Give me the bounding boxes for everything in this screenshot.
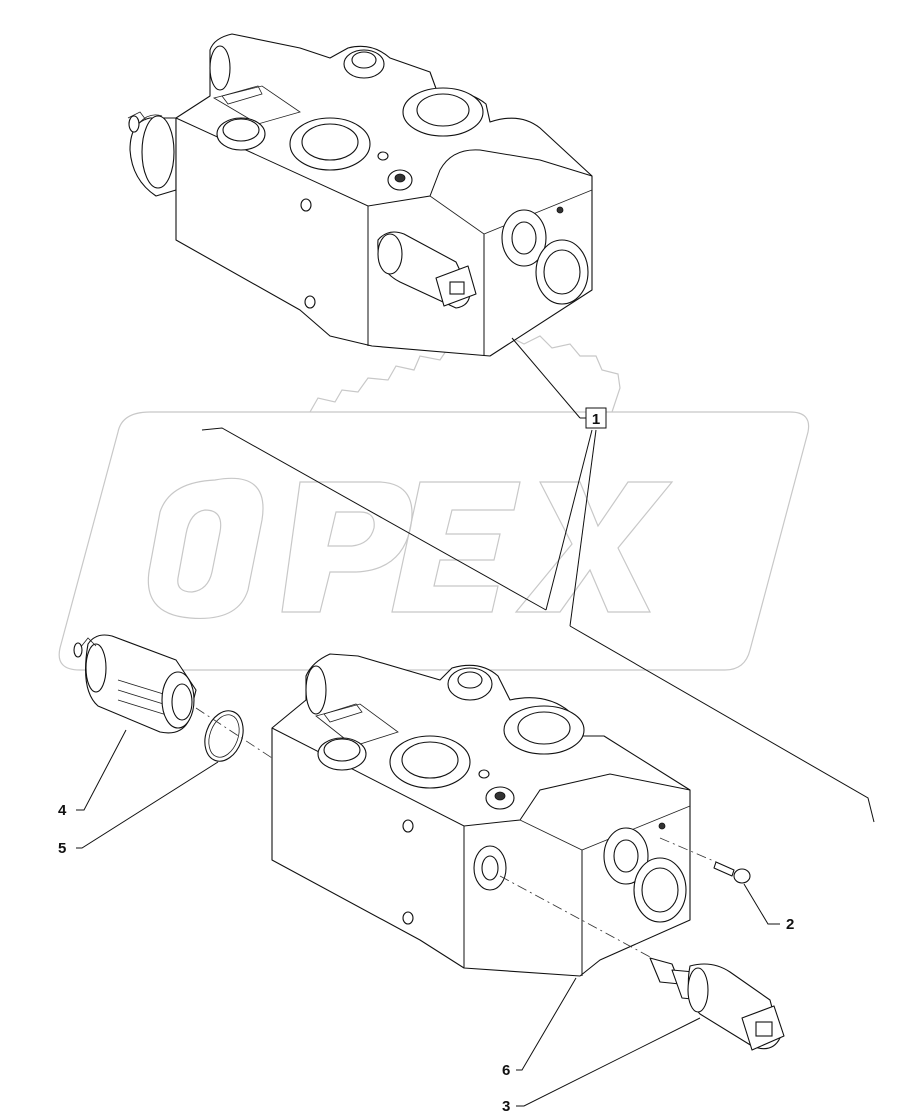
part-5-o-ring xyxy=(204,710,244,762)
callout-5: 5 xyxy=(58,761,219,857)
callout-3: 3 xyxy=(502,1017,701,1115)
leader-line-1-a xyxy=(545,429,593,611)
assembly-centerlines xyxy=(195,707,717,959)
callout-2-label: 2 xyxy=(786,916,794,933)
callout-6-label: 6 xyxy=(502,1062,510,1079)
valve-assembly-top xyxy=(127,33,593,357)
reference-box xyxy=(585,407,607,429)
part-4-pressure-switch xyxy=(73,634,197,734)
leader-line-1-top xyxy=(511,337,581,419)
callout-6: 6 xyxy=(502,977,577,1079)
callout-2: 2 xyxy=(743,883,794,933)
callout-4-label: 4 xyxy=(58,802,67,819)
valve-assembly-bottom xyxy=(271,653,691,977)
opex-watermark xyxy=(58,335,810,671)
callout-5-label: 5 xyxy=(58,840,66,857)
callout-3-label: 3 xyxy=(502,1098,510,1115)
callout-4: 4 xyxy=(58,729,127,819)
reference-label-1: 1 xyxy=(201,337,875,823)
reference-box-label: 1 xyxy=(592,411,600,428)
part-2-plug xyxy=(713,861,751,884)
part-3-solenoid-cartridge xyxy=(649,957,785,1051)
leader-line-1-b xyxy=(569,429,597,627)
